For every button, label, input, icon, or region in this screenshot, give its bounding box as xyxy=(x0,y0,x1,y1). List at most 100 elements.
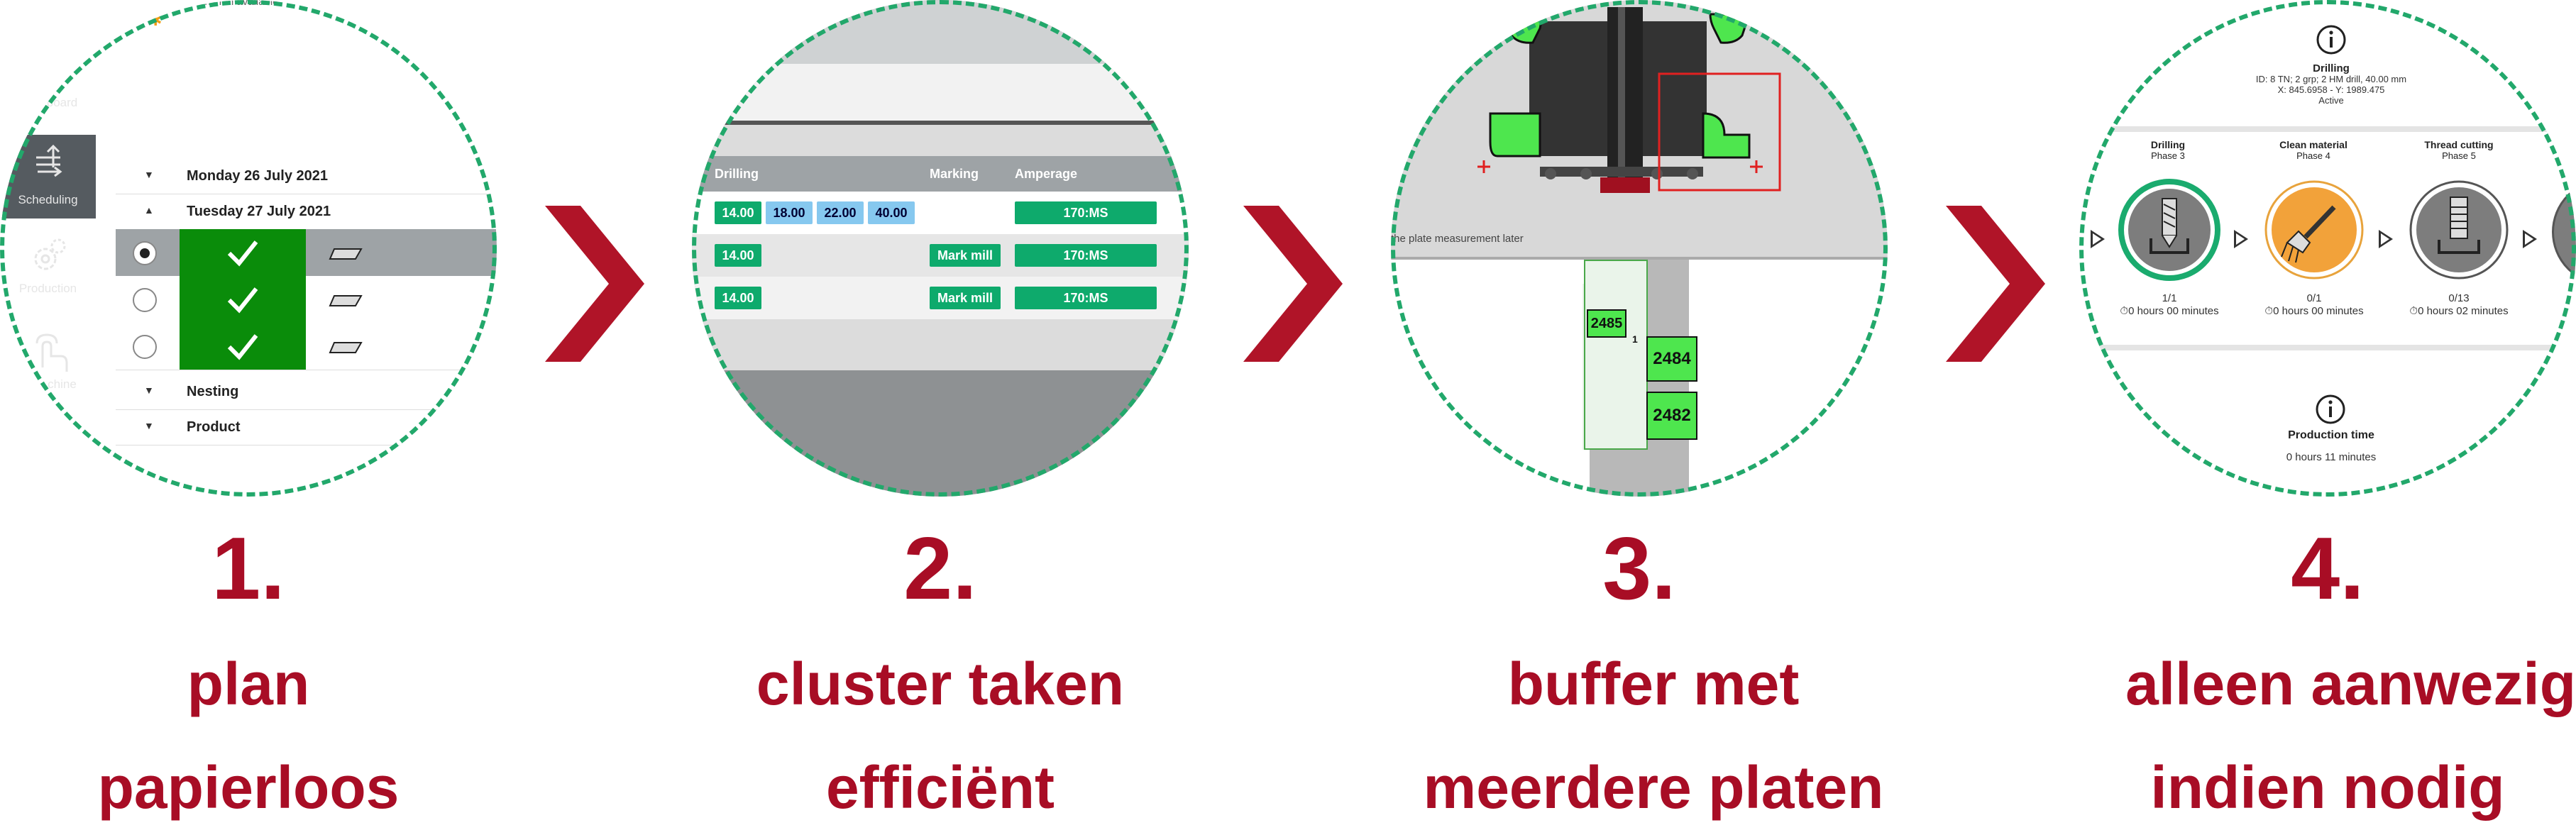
phase-number: Phase 3 xyxy=(2151,150,2185,161)
phase-count: 0/1 xyxy=(2306,292,2322,304)
drill-tool-icon[interactable] xyxy=(2118,179,2220,281)
availability-text: ons Ian available xyxy=(199,0,279,8)
status-header[interactable]: Status xyxy=(71,13,115,29)
job-row[interactable] xyxy=(116,229,497,276)
sidebar-label: Production xyxy=(18,282,77,295)
table-row[interactable]: 14.00 Mark mill 170:MS xyxy=(692,234,1189,277)
play-icon[interactable] xyxy=(2091,230,2105,248)
buffer-plate[interactable] xyxy=(1584,260,1648,450)
part-label[interactable]: 2482 xyxy=(1646,392,1697,440)
job-radio[interactable] xyxy=(133,288,157,312)
empty-area xyxy=(692,319,1189,370)
top-bar xyxy=(692,0,1189,64)
job-radio[interactable] xyxy=(133,335,157,359)
part-label[interactable]: 2484 xyxy=(1646,336,1697,382)
active-op-title: Drilling xyxy=(2313,62,2350,74)
step-caption-line2: indien nodig xyxy=(2150,754,2505,821)
status-cell xyxy=(180,276,306,323)
col-marking[interactable]: Marking xyxy=(930,167,979,181)
group-row-product[interactable]: ▼ Product xyxy=(116,409,497,446)
chevron-right-icon xyxy=(545,206,644,362)
sidebar-item-dashboard[interactable]: board xyxy=(0,96,96,110)
phase-header: Thread cutting Phase 5 xyxy=(2388,139,2530,161)
status-cell xyxy=(180,323,306,370)
phase-name: Drilling xyxy=(2150,139,2186,150)
phase-number: Phase 5 xyxy=(2442,150,2476,161)
plate-icon xyxy=(329,342,363,353)
phase-time: ⏱0 hours 02 minutes xyxy=(2409,305,2509,317)
active-op-status: Active xyxy=(2318,95,2344,106)
sidebar-label: board xyxy=(46,96,78,109)
play-icon[interactable] xyxy=(2379,230,2393,248)
marking-tag: Mark mill xyxy=(930,244,1001,267)
sidebar-item-scheduling[interactable]: Scheduling xyxy=(0,135,96,218)
divider xyxy=(692,121,1189,125)
col-amperage[interactable]: Amperage xyxy=(1015,167,1078,181)
collapse-icon[interactable]: ▼ xyxy=(144,420,154,431)
table-row[interactable]: 14.00 Mark mill 170:MS xyxy=(692,277,1189,319)
drill-tag: 18.00 xyxy=(766,201,813,224)
sort-indicator-icon[interactable]: ✱ xyxy=(149,11,163,29)
phase-time: ⏱0 hours 00 minutes xyxy=(2120,305,2219,317)
check-icon xyxy=(227,240,258,267)
info-icon[interactable] xyxy=(2316,24,2347,55)
select-all-radio[interactable] xyxy=(17,9,41,33)
chevron-right-icon xyxy=(1243,206,1343,362)
brush-tool-icon[interactable] xyxy=(2263,179,2365,281)
step-number: 4. xyxy=(2291,520,2365,618)
info-icon[interactable] xyxy=(2315,394,2346,425)
drill-tag: 14.00 xyxy=(715,244,761,267)
amperage-tag: 170:MS xyxy=(1015,244,1157,267)
job-row[interactable] xyxy=(116,323,497,370)
production-gear-icon xyxy=(34,238,66,270)
group-row-tuesday[interactable]: ▲ Tuesday 27 July 2021 xyxy=(116,194,497,230)
step-caption-line1: plan xyxy=(187,651,310,717)
group-row-monday[interactable]: ▼ Monday 26 July 2021 xyxy=(116,158,497,194)
job-radio[interactable] xyxy=(133,241,157,265)
marking-tag: Mark mill xyxy=(930,287,1001,309)
phase-header: Clean material Phase 4 xyxy=(2242,139,2384,161)
step-caption-line2: efficiënt xyxy=(825,754,1055,821)
step-caption-line1: alleen aanwezig xyxy=(2125,651,2576,717)
part-label[interactable]: 2485 xyxy=(1587,309,1626,338)
table-row[interactable]: 14.00 18.00 22.00 40.00 170:MS xyxy=(692,192,1189,234)
collapse-icon[interactable]: ▼ xyxy=(144,384,154,396)
play-icon[interactable] xyxy=(2523,230,2537,248)
play-icon[interactable] xyxy=(2234,230,2248,248)
step-caption-line1: cluster taken xyxy=(756,651,1125,717)
status-cell xyxy=(180,229,306,276)
sidebar-item-production[interactable]: Production xyxy=(0,231,96,309)
group-label: Tuesday 27 July 2021 xyxy=(187,204,331,219)
production-time-title: Production time xyxy=(2288,429,2374,441)
step-number: 1. xyxy=(211,520,285,618)
sidebar-label: chine xyxy=(48,377,77,391)
drill-tag: 40.00 xyxy=(868,201,915,224)
divider xyxy=(2079,345,2576,350)
machine-hand-icon xyxy=(35,333,68,372)
amperage-tag: 170:MS xyxy=(1015,287,1157,309)
step-number: 3. xyxy=(1602,520,1676,618)
sidebar-item-machine[interactable]: chine xyxy=(0,326,96,404)
production-time-value: 0 hours 11 minutes xyxy=(2286,451,2377,463)
col-drilling[interactable]: Drilling xyxy=(715,167,759,181)
thread-tool-icon[interactable] xyxy=(2408,179,2510,281)
group-label: Product xyxy=(187,419,241,435)
group-label: Monday 26 July 2021 xyxy=(187,168,328,184)
group-row-nesting[interactable]: ▼ Nesting xyxy=(116,374,497,410)
drill-tag: 14.00 xyxy=(715,287,761,309)
drill-tag: 22.00 xyxy=(817,201,864,224)
phase-header: Drilling Phase 3 xyxy=(2097,139,2239,161)
divider xyxy=(2079,126,2576,132)
check-icon xyxy=(227,287,258,314)
next-tool-icon[interactable] xyxy=(2552,179,2576,285)
part-count: 1 xyxy=(1632,333,1638,345)
step-number: 2. xyxy=(903,520,977,618)
scheduling-icon xyxy=(36,144,62,177)
active-op-detail: ID: 8 TN; 2 grp; 2 HM drill, 40.00 mm xyxy=(2255,74,2407,84)
check-icon xyxy=(227,334,258,360)
collapse-icon[interactable]: ▼ xyxy=(144,169,154,180)
job-row[interactable] xyxy=(116,276,497,323)
table-header: Drilling Marking Amperage xyxy=(692,156,1189,192)
phase-name: Thread cutting xyxy=(2424,139,2494,150)
expand-icon[interactable]: ▲ xyxy=(144,204,154,216)
